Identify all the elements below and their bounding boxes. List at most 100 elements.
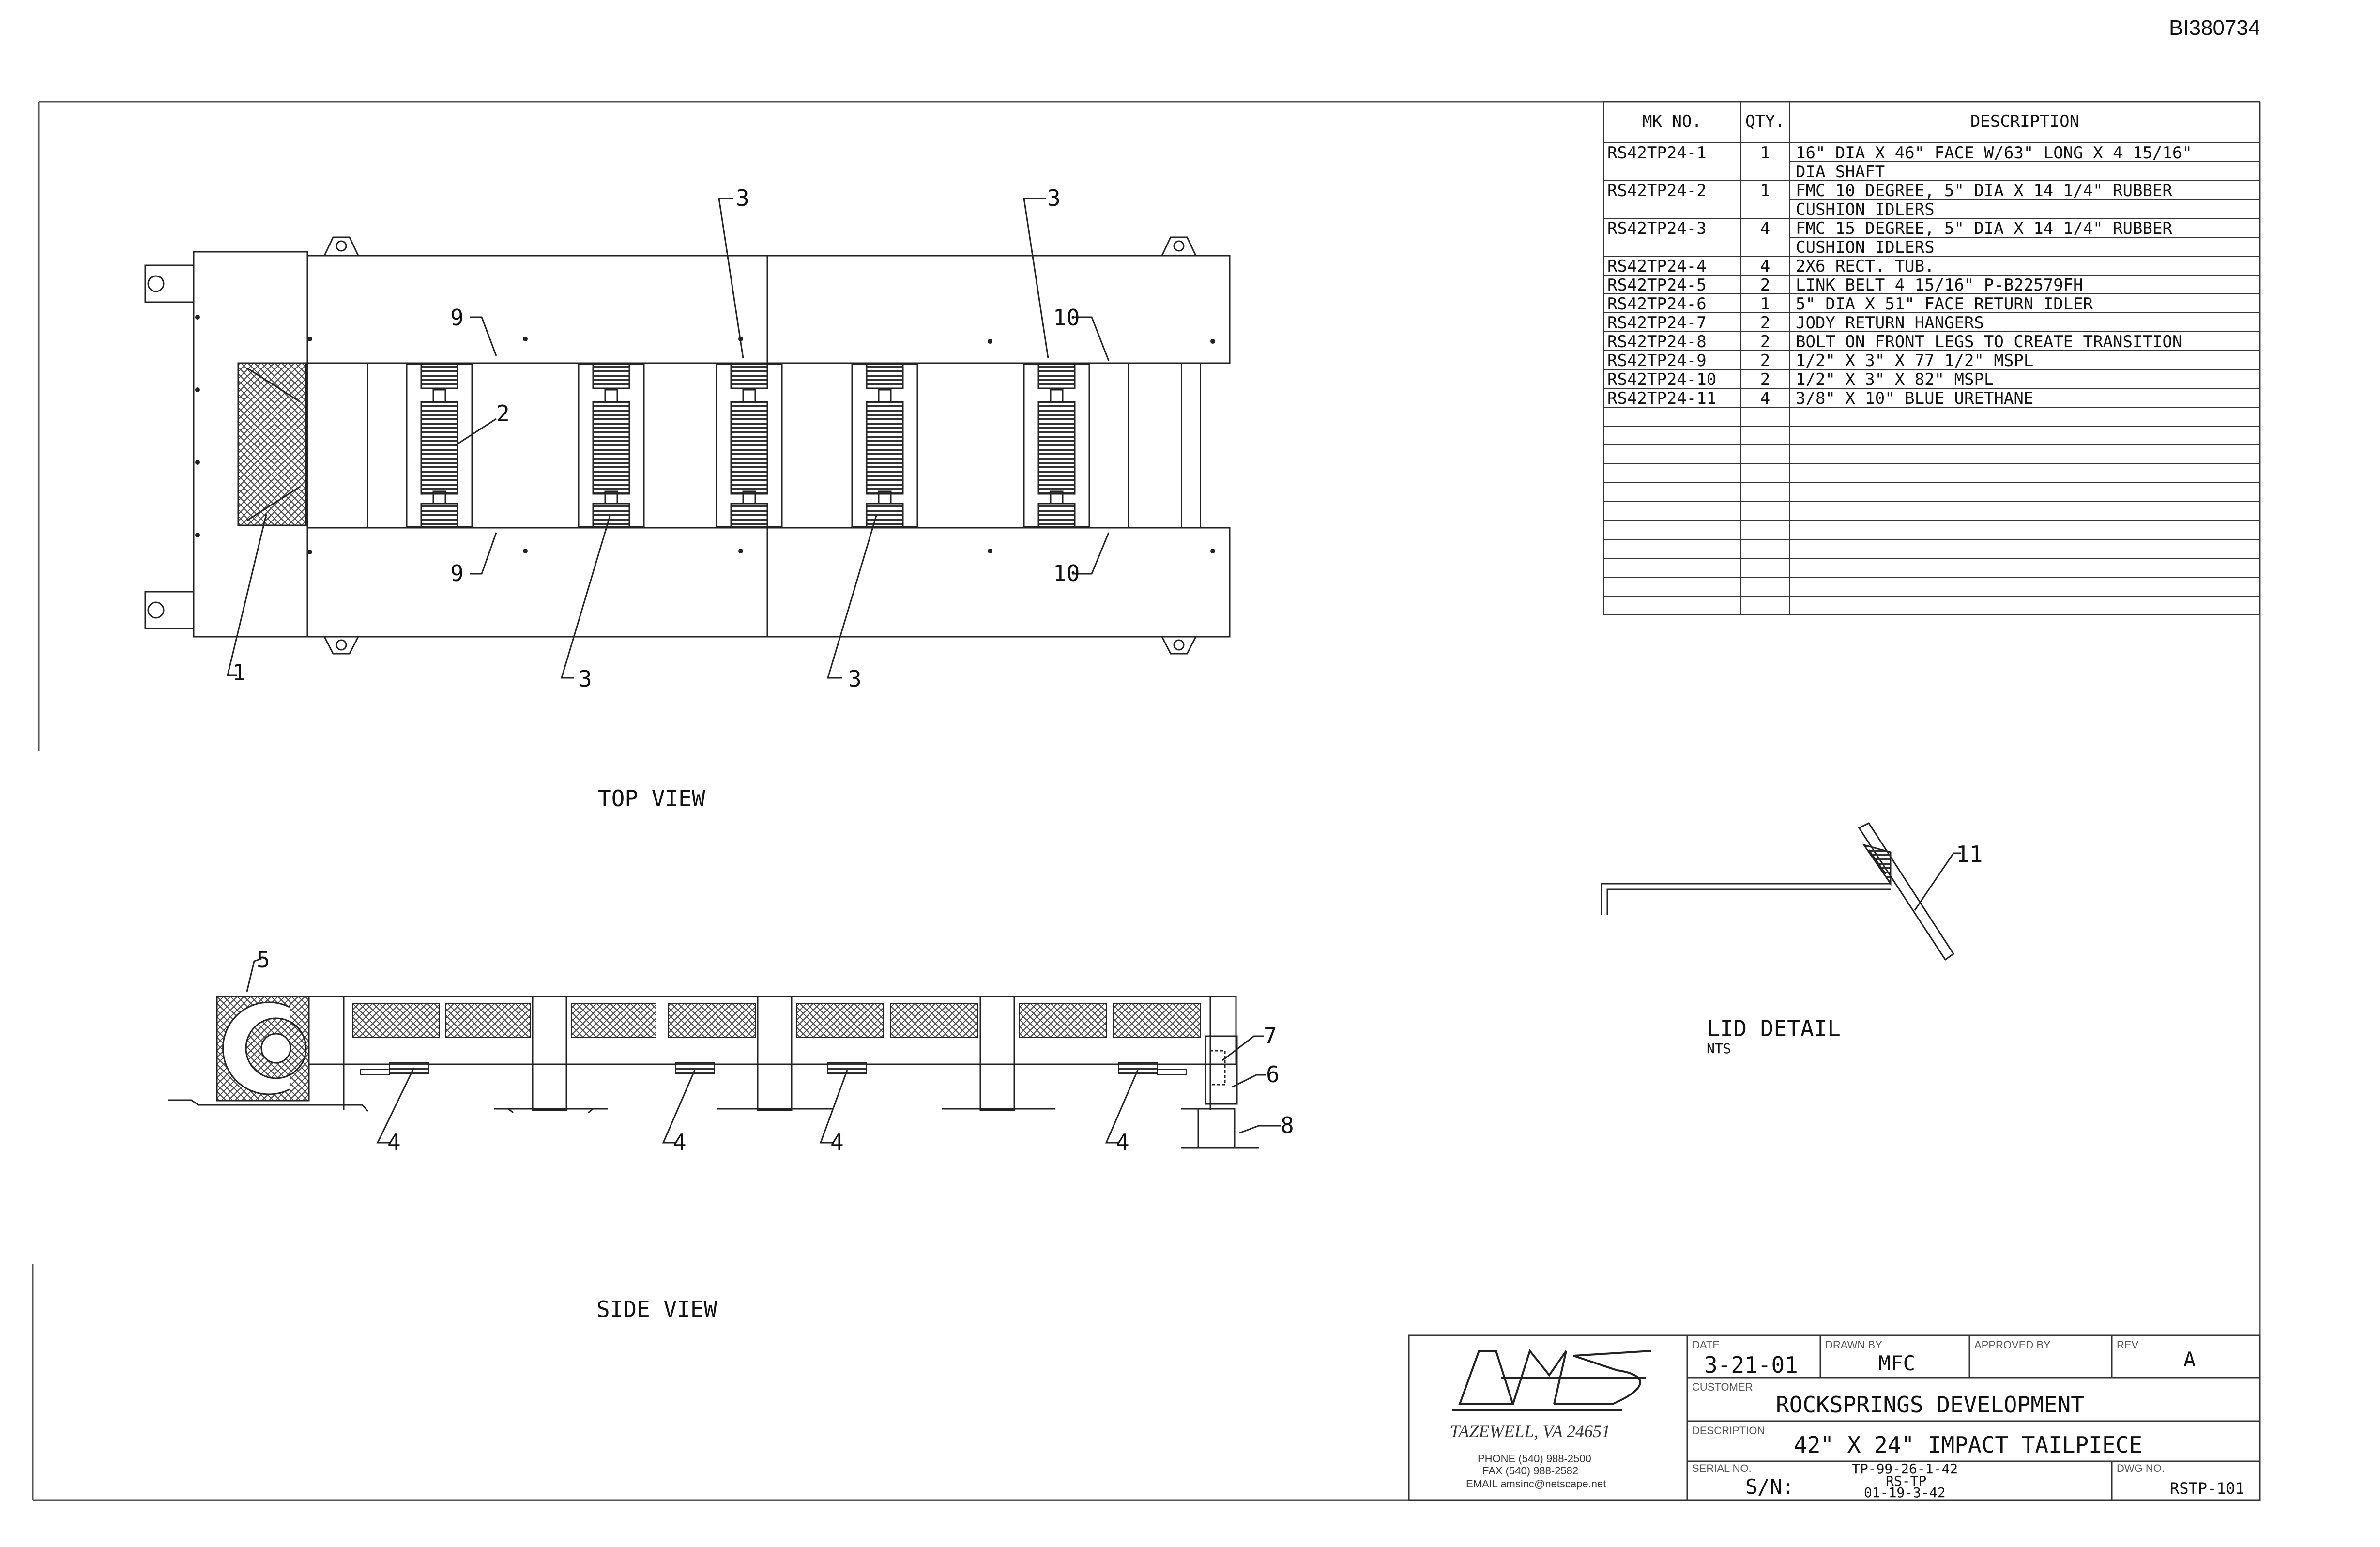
description-label: DESCRIPTION [1692,1424,1765,1437]
bom-mk-cell: RS42TP24-9 [1607,351,1707,370]
bom-description-cell: DIA SHAFT [1796,162,1885,182]
customer-value: ROCKSPRINGS DEVELOPMENT [1776,1392,2084,1418]
callout-10-a: 10 [1053,305,1080,331]
callout-6: 6 [1266,1061,1280,1087]
callout-3-b: 3 [1047,185,1061,211]
bom-mk-cell: RS42TP24-1 [1607,143,1707,163]
bom-description-cell: 1/2" X 3" X 82" MSPL [1796,370,1994,389]
idler-set [578,363,645,528]
bom-mk-cell: RS42TP24-5 [1607,276,1707,295]
bom-description-cell: BOLT ON FRONT LEGS TO CREATE TRANSITION [1796,332,2182,352]
callout-5: 5 [257,947,270,973]
title-block: TAZEWELL, VA 24651 PHONE (540) 988-2500 … [1408,1334,2261,1501]
customer-label: CUSTOMER [1692,1381,1753,1393]
drawn-by-label: DRAWN BY [1825,1339,1882,1351]
bom-description-cell: CUSHION IDLERS [1796,200,1935,219]
drawn-by-value: MFC [1878,1351,1915,1375]
callout-2: 2 [496,400,510,427]
bom-qty-cell: 1 [1760,294,1770,314]
bom-description-cell: 3/8" X 10" BLUE URETHANE [1796,389,2033,408]
callout-4-c: 4 [830,1129,844,1155]
bom-description-cell: FMC 10 DEGREE, 5" DIA X 14 1/4" RUBBER [1796,181,2172,200]
bom-qty-cell: 4 [1760,257,1770,276]
bom-qty-cell: 2 [1760,313,1770,333]
serial-code-1: TP-99-26-1-42 [1852,1461,1958,1477]
bom-description-cell: FMC 15 DEGREE, 5" DIA X 14 1/4" RUBBER [1796,219,2172,238]
bom-description-cell: 16" DIA X 46" FACE W/63" LONG X 4 15/16" [1796,143,2192,163]
side-view-drawing [168,996,1259,1149]
top-view-callouts: 3 3 9 2 10 9 10 1 3 3 [232,185,1080,692]
date-label: DATE [1692,1339,1720,1351]
callout-8: 8 [1281,1112,1294,1138]
bom-qty-cell: 2 [1760,276,1770,295]
callout-10-b: 10 [1053,560,1080,586]
bom-mk-cell: RS42TP24-4 [1607,257,1707,276]
document-id: BI380734 [2169,16,2260,40]
bom-qty-cell: 2 [1760,351,1770,370]
serial-code-2: RS-TP [1886,1473,1926,1489]
callout-9-b: 9 [450,560,464,586]
bom-mk-cell: RS42TP24-8 [1607,332,1707,352]
top-view-drawing [144,236,1231,655]
callout-1: 1 [232,659,246,686]
approved-by-label: APPROVED BY [1974,1339,2051,1351]
company-email: EMAIL amsinc@netscape.net [1466,1478,1606,1490]
bom-mk-cell: RS42TP24-10 [1607,370,1716,389]
bom-qty-cell: 2 [1760,370,1770,389]
callout-4-b: 4 [673,1129,687,1155]
bom-description-cell: LINK BELT 4 15/16" P-B22579FH [1796,276,2083,295]
callout-9-a: 9 [450,305,464,331]
serial-code-3: 01-19-3-42 [1864,1485,1946,1501]
top-view-label: TOP VIEW [598,785,705,812]
callout-11: 11 [1956,841,1983,867]
bom-qty-cell: 1 [1760,181,1770,200]
idler-set [716,363,783,528]
callout-7: 7 [1264,1023,1277,1049]
company-city: TAZEWELL, VA 24651 [1450,1422,1610,1441]
bom-qty-cell: 2 [1760,332,1770,352]
serial-label: SERIAL NO. [1692,1462,1752,1474]
bom-qty-cell: 4 [1760,219,1770,238]
rev-value: A [2183,1348,2196,1371]
company-fax: FAX (540) 988-2582 [1482,1465,1578,1477]
serial-value: S/N: [1745,1475,1794,1499]
idler-set [851,363,918,528]
bom-description-cell: JODY RETURN HANGERS [1796,313,1984,333]
bom-mk-cell: RS42TP24-2 [1607,181,1707,200]
lid-detail-scale: NTS [1707,1041,1731,1057]
lid-detail-label: LID DETAIL [1707,1015,1841,1042]
date-value: 3-21-01 [1704,1352,1798,1378]
rev-label: REV [2117,1339,2139,1351]
bom-description-cell: 1/2" X 3" X 77 1/2" MSPL [1796,351,2033,370]
bom-mk-cell: RS42TP24-7 [1607,313,1707,333]
idler-set [1023,363,1090,528]
side-view-callouts: 5 7 6 8 4 4 4 4 [257,947,1294,1155]
top-view-leaders [227,198,1110,679]
callout-4-d: 4 [1116,1129,1129,1155]
dwg-label: DWG NO. [2117,1462,2165,1474]
side-view-label: SIDE VIEW [596,1296,717,1322]
bom-mk-cell: RS42TP24-6 [1607,294,1707,314]
lid-detail-drawing [1601,822,1961,961]
bom-qty-cell: 4 [1760,389,1770,408]
bom-mk-cell: RS42TP24-11 [1607,389,1716,408]
bom-header-mk: MK NO. [1642,112,1702,131]
callout-3-d: 3 [848,666,862,692]
idler-set [406,363,473,528]
callout-4-a: 4 [387,1129,401,1155]
bom-header-description: DESCRIPTION [1970,112,2079,131]
side-view-leaders [246,958,1281,1144]
description-value: 42" X 24" IMPACT TAILPIECE [1794,1432,2142,1458]
bom-mk-cell: RS42TP24-3 [1607,219,1707,238]
bom-header-qty: QTY. [1745,112,1785,131]
callout-3-c: 3 [579,666,592,692]
callout-3-a: 3 [736,185,749,211]
ams-logo [1452,1348,1651,1411]
bom-description-cell: 5" DIA X 51" FACE RETURN IDLER [1796,294,2093,314]
dwg-value: RSTP-101 [2170,1479,2244,1498]
bom-qty-cell: 1 [1760,143,1770,163]
bom-description-cell: CUSHION IDLERS [1796,238,1935,257]
bom-description-cell: 2X6 RECT. TUB. [1796,257,1935,276]
